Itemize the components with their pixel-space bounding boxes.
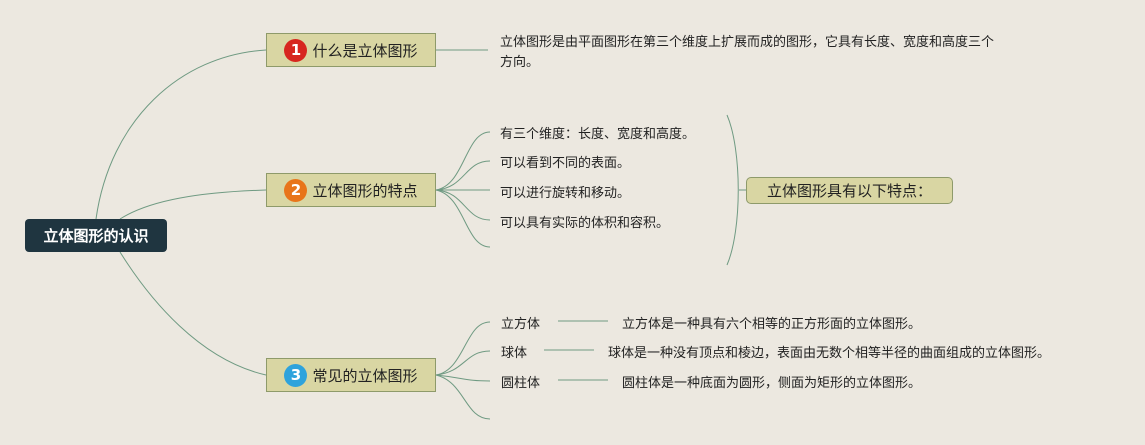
number-badge-2: 2 [284,178,308,202]
connector-branch2-item5 [435,189,491,248]
shape-description: 球体是一种没有顶点和棱边，表面由无数个相等半径的曲面组成的立体图形。 [608,346,1051,361]
summary-brace [726,114,739,266]
branch-features[interactable]: 2 立体图形的特点 [266,173,436,207]
shape-name[interactable]: 球体 [501,346,528,361]
feature-item[interactable]: 可以进行旋转和移动。 [500,186,631,201]
shape-name[interactable]: 立方体 [501,317,541,332]
branch-label: 什么是立体图形 [312,41,418,60]
connector-branch3-item1 [435,321,491,376]
feature-item[interactable]: 有三个维度：长度、宽度和高度。 [500,127,696,142]
connector-branch3-item3 [435,374,491,382]
feature-item[interactable]: 可以看到不同的表面。 [500,156,631,171]
shape-description: 立方体是一种具有六个相等的正方形面的立体图形。 [622,317,922,332]
branch1-description: 立体图形是由平面图形在第三个维度上扩展而成的图形，它具有长度、宽度和高度三个方向… [500,35,995,70]
number-badge-1: 1 [284,38,308,62]
branch-common-shapes[interactable]: 3 常见的立体图形 [266,358,436,392]
shape-name[interactable]: 圆柱体 [501,376,541,391]
connector-root-branch2 [119,189,267,220]
summary-node[interactable]: 立体图形具有以下特点： [746,177,953,204]
connector-branch3-item4 [435,374,491,420]
shape-description: 圆柱体是一种底面为圆形，侧面为矩形的立体图形。 [622,376,922,391]
number-badge-3: 3 [284,363,308,387]
branch-what-is[interactable]: 1 什么是立体图形 [266,33,436,67]
connector-branch2-item4 [435,189,491,221]
feature-item[interactable]: 可以具有实际的体积和容积。 [500,216,670,231]
connector-branch3-item2 [435,350,491,376]
branch-label: 立体图形的特点 [312,181,418,200]
connector-branch2-item2 [435,160,491,191]
branch-label: 常见的立体图形 [312,366,418,385]
connector-root-branch1 [95,49,267,220]
connector-branch2-item1 [435,131,491,191]
connector-root-branch3 [119,251,267,376]
root-node[interactable]: 立体图形的认识 [25,219,167,252]
